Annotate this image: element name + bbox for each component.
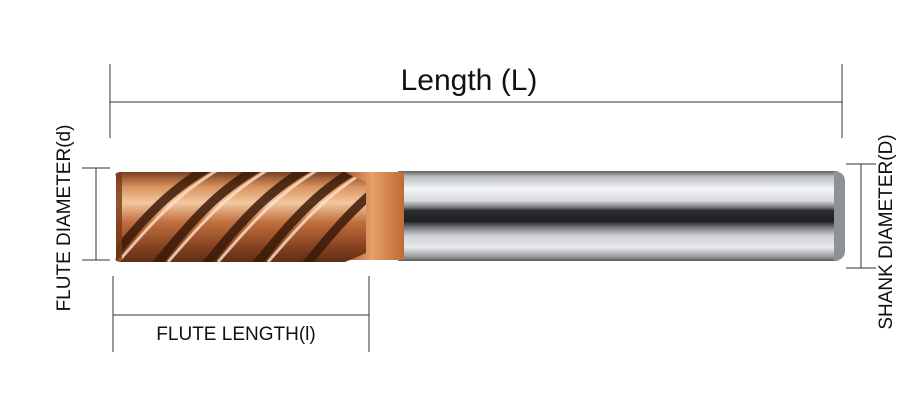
length-label: Length (L) — [401, 64, 538, 97]
shank-diameter-label: SHANK DIAMETER(D) — [876, 134, 897, 329]
end-mill-tool — [115, 171, 845, 262]
flute-length-dimension — [112, 276, 370, 352]
shank-diameter-dimension — [846, 163, 876, 269]
tool-flutes — [115, 172, 366, 262]
flute-diameter-label: FLUTE DIAMETER(d) — [54, 125, 75, 312]
flute-diameter-dimension — [82, 167, 110, 261]
tool-shank — [396, 171, 840, 261]
shank-end-chamfer — [834, 171, 845, 261]
flute-length-label: FLUTE LENGTH(l) — [156, 324, 315, 345]
length-dimension — [109, 64, 843, 138]
